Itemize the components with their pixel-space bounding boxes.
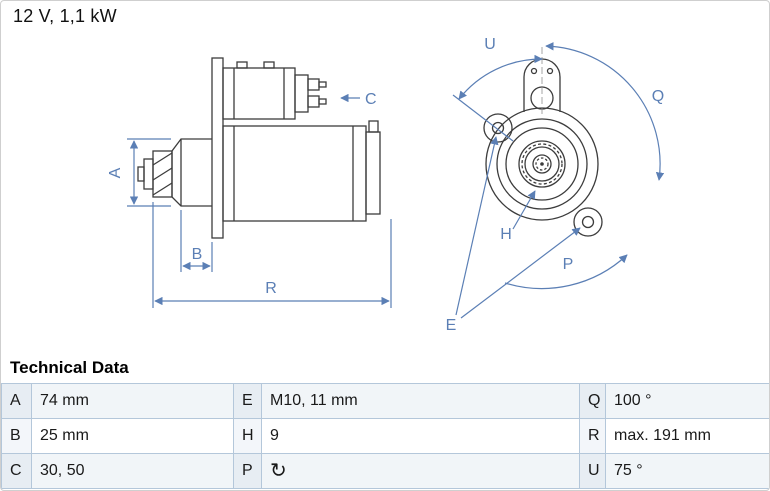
spec-value: 30, 50 (31, 453, 234, 489)
table-row: B 25 mm H 9 R max. 191 mm (1, 418, 769, 454)
spec-value: 25 mm (31, 418, 234, 454)
rotation-p: P (504, 254, 628, 290)
dimension-r: R (152, 202, 392, 308)
mounting-hole-2 (573, 207, 603, 237)
spec-value: ↻ (261, 453, 580, 489)
spec-key: B (1, 418, 32, 454)
dim-label-a: A (107, 167, 124, 178)
spec-value: M10, 11 mm (261, 383, 580, 419)
mounting-hole-1 (483, 113, 513, 143)
spec-key: C (1, 453, 32, 489)
spec-value: 9 (261, 418, 580, 454)
dimension-a: A (107, 138, 171, 207)
rotation-direction-icon: ↻ (270, 459, 287, 482)
dim-label-u: U (484, 36, 496, 53)
dim-label-e: E (446, 317, 457, 334)
power-spec: 12 V, 1,1 kW (13, 6, 117, 26)
technical-data-table: A 74 mm E M10, 11 mm Q 100 ° B 25 mm H 9… (1, 383, 769, 489)
dim-label-q: Q (652, 88, 664, 105)
spec-value: max. 191 mm (605, 418, 769, 454)
technical-data-heading: Technical Data (10, 358, 129, 377)
mounting-flange (483, 58, 603, 237)
leader-c: C (340, 91, 377, 108)
dim-label-p: P (563, 256, 574, 273)
spec-key: Q (579, 383, 606, 419)
spec-key: P (233, 453, 262, 489)
spec-key: U (579, 453, 606, 489)
spec-value: 100 ° (605, 383, 769, 419)
table-row: C 30, 50 P ↻ U 75 ° (1, 453, 769, 489)
dim-label-h: H (500, 226, 512, 243)
angle-q: Q (545, 42, 664, 181)
front-view: U Q H P E (446, 36, 665, 334)
spec-key: R (579, 418, 606, 454)
spec-value: 75 ° (605, 453, 769, 489)
spec-value: 74 mm (31, 383, 234, 419)
leader-e: E (446, 136, 581, 334)
spec-key: A (1, 383, 32, 419)
technical-drawing: A B R C (107, 36, 665, 334)
starter-motor-side (137, 57, 381, 239)
spec-key: E (233, 383, 262, 419)
table-row: A 74 mm E M10, 11 mm Q 100 ° (1, 383, 769, 419)
dim-label-c: C (365, 91, 377, 108)
dimension-b: B (180, 210, 213, 272)
dim-label-r: R (265, 280, 277, 297)
side-view: A B R C (107, 57, 392, 308)
angle-u: U (452, 36, 543, 142)
dim-label-b: B (192, 246, 203, 263)
spec-key: H (233, 418, 262, 454)
leader-h: H (500, 190, 536, 243)
